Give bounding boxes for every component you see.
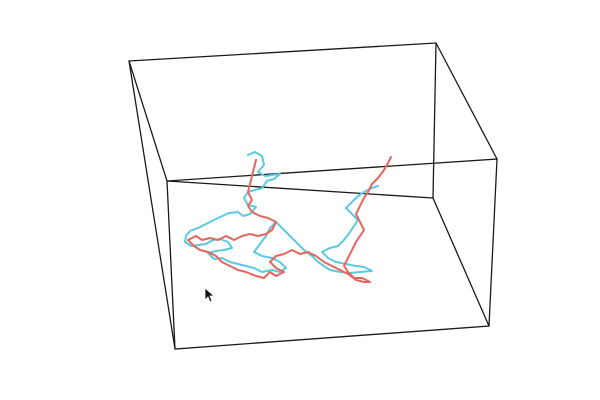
trace-cyan — [184, 151, 379, 274]
box-edge-back-top — [432, 42, 437, 199]
trace-group — [184, 151, 392, 283]
box-edge-front-left — [128, 60, 176, 350]
trace-red — [187, 156, 392, 283]
box-top-face — [128, 42, 499, 182]
box-edge-front-right — [488, 158, 498, 327]
arrow-cursor-icon — [204, 287, 216, 303]
mouse-cursor — [204, 287, 216, 303]
bounding-box — [128, 42, 499, 350]
